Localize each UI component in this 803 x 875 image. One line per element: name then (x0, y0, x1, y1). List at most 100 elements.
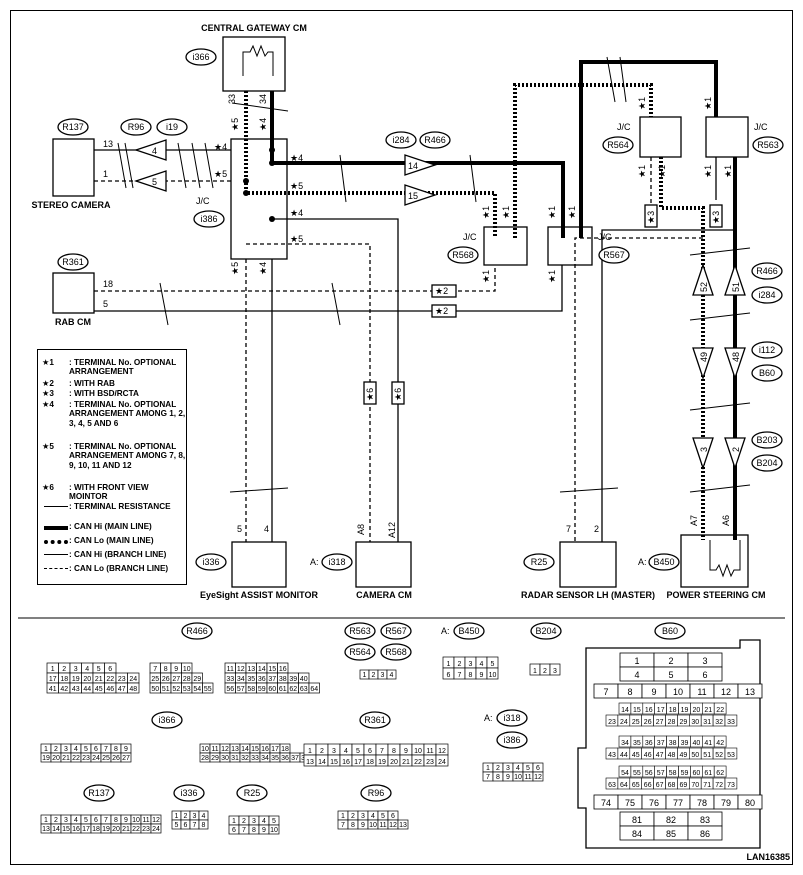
pin-number: 7 (193, 822, 197, 829)
face-label: R564 (349, 647, 371, 657)
pin-label: 48 (731, 352, 741, 362)
conn-ellipse-i386 (193, 210, 225, 228)
pin-label: 13 (103, 139, 113, 149)
pin-number: 15 (251, 746, 259, 753)
b60-pin-number: 7 (603, 687, 608, 697)
option-label: ★6 (365, 388, 375, 401)
pin-number: 4 (262, 818, 266, 825)
b60-pin-number: 51 (703, 752, 711, 759)
pin-number: 7 (153, 666, 157, 673)
pin-label: ★4 (214, 142, 227, 152)
pin-number: 33 (251, 755, 259, 762)
pin-cell (435, 754, 449, 767)
pin-number: 6 (391, 813, 395, 820)
pin-number: 34 (237, 676, 245, 683)
pin-number: 8 (469, 672, 473, 679)
conn-ellipse-r96 (120, 118, 152, 136)
pin-number: 60 (268, 686, 276, 693)
gateway-label: CENTRAL GATEWAY CM (201, 23, 307, 33)
b60-pin-number: 18 (669, 707, 677, 714)
pin-number: 54 (193, 686, 201, 693)
conn-ellipse-i336 (195, 553, 227, 571)
conn-label: i386 (200, 214, 217, 224)
steering-label: POWER STEERING CM (666, 590, 765, 600)
pin-number: 35 (247, 676, 255, 683)
conn-label: B204 (756, 458, 777, 468)
b60-pin-number: 11 (697, 687, 706, 697)
b60-pin-number: 15 (633, 707, 641, 714)
conn-label: i336 (202, 557, 219, 567)
pin-number: 50 (151, 686, 159, 693)
pin-number: 7 (380, 748, 384, 755)
pin-number: 2 (458, 661, 462, 668)
pin-label: ★1 (547, 270, 557, 283)
pin-number: 22 (72, 755, 80, 762)
face-ellipse-r466 (181, 622, 213, 640)
pin-number: 33 (226, 676, 234, 683)
pin-number: 11 (227, 666, 234, 673)
pin-label: A7 (689, 515, 699, 526)
jc-r564-box (639, 116, 682, 158)
face-label: i336 (180, 788, 197, 798)
b60-pin-number: 17 (657, 707, 665, 714)
conn-label: i318 (328, 557, 345, 567)
jc-r568-box (483, 226, 528, 266)
b60-pin-number: 42 (716, 740, 724, 747)
face-ellipse-r25 (236, 784, 268, 802)
pin-number: 29 (193, 676, 201, 683)
b60-pin-number: 64 (620, 782, 628, 789)
b60-pin-number: 28 (668, 719, 676, 726)
b60-pin-number: 24 (620, 719, 628, 726)
b60-pin-cell (724, 747, 738, 760)
conn-ellipse-r563 (752, 136, 784, 154)
pin-number: 53 (183, 686, 191, 693)
pin-label: ★5 (230, 262, 240, 275)
b60-pin-number: 26 (644, 719, 652, 726)
conn-ellipse-r568 (447, 246, 479, 264)
pin-number: 9 (124, 746, 128, 753)
pin-number: 6 (536, 765, 540, 772)
pin-number: 28 (183, 676, 191, 683)
pin-number: 4 (202, 813, 206, 820)
face-label: R568 (385, 647, 407, 657)
b60-pin-number: 67 (656, 782, 664, 789)
face-label: i386 (503, 735, 520, 745)
can-lo-main-line (244, 91, 497, 238)
b60-pin-number: 62 (716, 770, 724, 777)
conn-label: R466 (424, 135, 446, 145)
pin-number: 6 (368, 748, 372, 755)
face-ellipse-r361 (359, 711, 391, 729)
legend-box: ★1: TERMINAL No. OPTIONAL ARRANGEMENT★2:… (37, 349, 187, 585)
b60-pin-number: 84 (632, 829, 642, 839)
face-label: B204 (535, 626, 556, 636)
conn-label: R568 (452, 250, 474, 260)
pin-number: 57 (237, 686, 245, 693)
pin-number: 5 (356, 748, 360, 755)
gateway-box (222, 36, 286, 92)
pin-number: 8 (252, 827, 256, 834)
pin-label: ★1 (657, 165, 667, 178)
conn-label: B60 (759, 368, 775, 378)
jc-label: J/C (617, 122, 631, 132)
pin-number: 40 (300, 676, 308, 683)
pin-number: 24 (152, 826, 160, 833)
legend-key: ★6 (42, 483, 54, 492)
legend-text: : CAN Lo (BRANCH LINE) (69, 564, 169, 573)
b60-pin-number: 86 (700, 829, 710, 839)
pin-number: 13 (306, 759, 314, 766)
b60-pin-cell (724, 714, 738, 727)
pin-number: 1 (486, 765, 490, 772)
radar-label: RADAR SENSOR LH (MASTER) (521, 590, 655, 600)
face-ellipse-r564 (344, 643, 376, 661)
pin-label: ★4 (258, 262, 268, 275)
pin-number: 4 (371, 813, 375, 820)
pin-number: 9 (480, 672, 484, 679)
pin-number: 6 (447, 672, 451, 679)
conn-ellipse-r361 (57, 253, 89, 271)
conn-ellipse-r466b (751, 262, 783, 280)
jc-r563-box (705, 116, 749, 158)
b60-pin-number: 10 (673, 687, 683, 697)
option-box-star3 (644, 204, 658, 228)
inline-connector-r466 (692, 262, 746, 296)
jc-i386-box (230, 138, 288, 260)
